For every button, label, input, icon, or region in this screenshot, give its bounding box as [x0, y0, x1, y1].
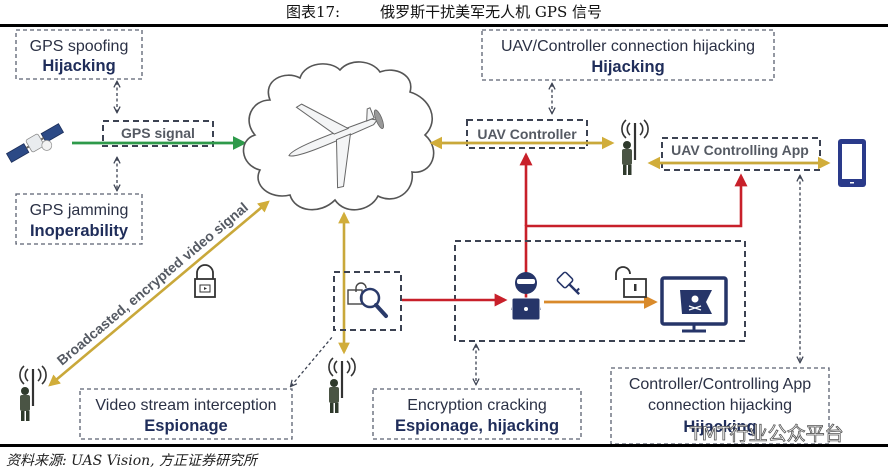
gps-signal-box — [102, 120, 214, 147]
uav-app-box — [661, 137, 821, 171]
pirate-monitor-icon — [660, 276, 728, 333]
figure-caption: 图表17: 俄罗斯干扰美军无人机 GPS 信号 — [0, 0, 888, 24]
padlock-icon — [194, 264, 216, 298]
threat-box-controller-hijacking: UAV/Controller connection hijacking Hija… — [481, 29, 775, 81]
watermark: TMT行业公众平台 — [689, 423, 844, 445]
cracking-zone-box — [454, 240, 746, 342]
gps-spoofing-impact: Hijacking — [42, 57, 115, 75]
antenna-operator-icon — [620, 118, 650, 177]
drone-icon — [288, 103, 385, 189]
video-signal-link — [48, 200, 270, 387]
controller-hijacking-label: UAV/Controller connection hijacking — [501, 38, 755, 55]
figure-title: 俄罗斯干扰美军无人机 GPS 信号 — [380, 3, 603, 21]
uav-app-label: UAV Controlling App — [671, 142, 809, 158]
encryption-cracking-label: Encryption cracking — [407, 397, 547, 414]
app-hijacking-label-2: connection hijacking — [648, 397, 792, 414]
key-icon — [556, 271, 580, 295]
threat-box-encryption-cracking: Encryption cracking Espionage, hijacking — [372, 388, 582, 440]
app-hijacking-label-1: Controller/Controlling App — [629, 376, 811, 393]
figure-source: 资料来源: UAS Vision, 方正证券研究所 — [6, 453, 258, 469]
gps-spoofing-label: GPS spoofing — [30, 38, 129, 55]
encryption-cracking-impact: Espionage, hijacking — [395, 417, 559, 435]
figure-number: 图表17: — [285, 3, 341, 21]
satellite-icon — [5, 123, 65, 163]
tablet-icon — [838, 139, 866, 187]
magnifier-icon — [347, 282, 388, 318]
open-padlock-icon — [615, 266, 647, 298]
gps-jamming-impact: Inoperability — [30, 222, 129, 240]
top-rule — [0, 24, 888, 27]
video-interception-impact: Espionage — [144, 417, 227, 435]
controller-hijacking-impact: Hijacking — [591, 58, 664, 76]
gps-signal-label: GPS signal — [121, 125, 195, 141]
threat-box-app-hijacking: Controller/Controlling App connection hi… — [610, 367, 830, 445]
hacker-icon — [511, 272, 541, 321]
gps-jamming-label: GPS jamming — [30, 202, 129, 219]
app-hijacking-impact: Hijacking — [683, 418, 756, 436]
uav-controller-box — [466, 119, 588, 149]
bottom-rule — [0, 444, 888, 447]
video-interception-label: Video stream interception — [95, 397, 276, 414]
hacker-to-app-attack-link — [524, 173, 748, 298]
antenna-operator-center-icon — [327, 356, 357, 415]
antenna-operator-left-icon — [18, 364, 48, 423]
threat-box-gps-jamming: GPS jamming Inoperability — [15, 193, 143, 245]
threat-box-video-interception: Video stream interception Espionage — [79, 388, 293, 440]
uav-controller-label: UAV Controller — [477, 126, 577, 142]
video-interception-connector — [291, 335, 334, 386]
threat-box-gps-spoofing: GPS spoofing Hijacking — [15, 29, 143, 80]
interception-box — [333, 271, 402, 331]
